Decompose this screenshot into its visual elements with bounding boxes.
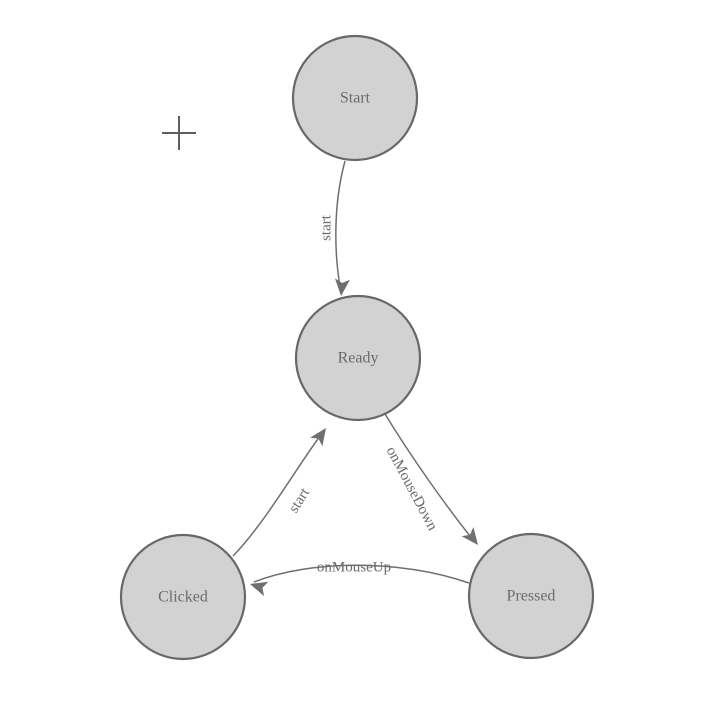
node-circle[interactable] [119, 533, 247, 661]
node-start[interactable]: Start [291, 34, 419, 162]
node-pressed[interactable]: Pressed [467, 532, 595, 660]
arrow-head [250, 581, 269, 597]
edge-line [232, 431, 324, 557]
node-circle[interactable] [467, 532, 595, 660]
edge-ready-to-pressed[interactable]: onMouseDown [383, 413, 484, 550]
edge-start-to-ready[interactable]: start [318, 160, 350, 297]
crosshair-marker-layer [162, 116, 196, 150]
arrow-head [461, 526, 478, 545]
node-label-ready: Ready [338, 350, 379, 367]
node-label-start: Start [340, 90, 371, 107]
edge-line [253, 564, 470, 584]
edge-clicked-to-ready[interactable]: start [232, 424, 332, 557]
arrow-head [310, 428, 326, 447]
crosshair-icon [162, 116, 196, 150]
edge-label-start-to-ready: start [318, 214, 334, 241]
node-circle[interactable] [294, 294, 422, 422]
node-ready[interactable]: Ready [294, 294, 422, 422]
edge-pressed-to-clicked[interactable]: onMouseUp [248, 559, 470, 597]
edge-line [384, 413, 475, 542]
node-label-pressed: Pressed [507, 588, 556, 605]
edge-label-pressed-to-clicked: onMouseUp [317, 559, 391, 575]
edge-label-clicked-to-ready: start [286, 485, 314, 516]
node-label-clicked: Clicked [158, 589, 208, 606]
arrow-head [335, 278, 350, 296]
node-circle[interactable] [291, 34, 419, 162]
edge-line [335, 160, 346, 293]
node-clicked[interactable]: Clicked [119, 533, 247, 661]
edge-label-ready-to-pressed: onMouseDown [383, 444, 441, 534]
